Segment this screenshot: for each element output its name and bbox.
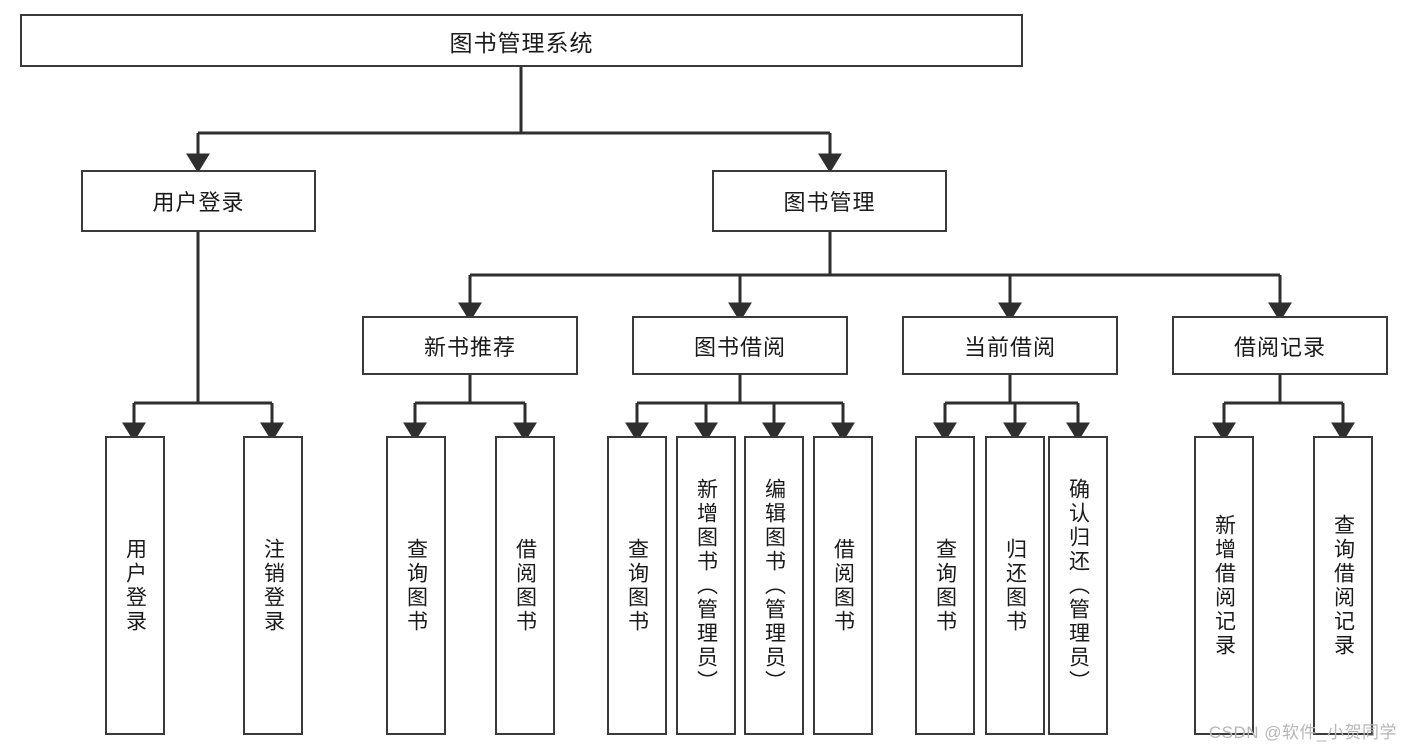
node-label: 查询图书 — [933, 537, 957, 634]
node-label: 新增借阅记录 — [1212, 513, 1236, 658]
node-leaf-edit-book-admin[interactable]: 编辑图书（管理员） — [744, 436, 804, 735]
node-user-login[interactable]: 用户登录 — [81, 170, 316, 232]
node-leaf-borrow-book-1[interactable]: 借阅图书 — [495, 436, 555, 735]
node-new-book-recommend[interactable]: 新书推荐 — [362, 316, 578, 375]
node-label: 图书管理系统 — [449, 29, 594, 56]
node-leaf-user-login[interactable]: 用户登录 — [105, 436, 165, 735]
node-label: 注销登录 — [261, 537, 285, 634]
node-label: 图书管理 — [783, 190, 876, 215]
node-label: 编辑图书（管理员） — [762, 477, 786, 694]
node-label: 借阅记录 — [1233, 334, 1326, 360]
node-label: 借阅图书 — [831, 537, 855, 634]
node-label: 新增图书（管理员） — [694, 477, 718, 694]
node-label: 查询借阅记录 — [1331, 513, 1355, 658]
node-leaf-query-borrow-record[interactable]: 查询借阅记录 — [1313, 436, 1373, 735]
node-label: 查询图书 — [625, 537, 649, 634]
node-leaf-query-book-2[interactable]: 查询图书 — [607, 436, 667, 735]
node-root-book-management-system[interactable]: 图书管理系统 — [20, 14, 1023, 67]
node-label: 确认归还（管理员） — [1066, 477, 1090, 694]
node-label: 归还图书 — [1003, 537, 1027, 634]
node-book-management[interactable]: 图书管理 — [712, 170, 947, 232]
node-leaf-query-book-1[interactable]: 查询图书 — [386, 436, 446, 735]
node-leaf-logout-login[interactable]: 注销登录 — [243, 436, 303, 735]
node-label: 新书推荐 — [423, 334, 516, 360]
node-label: 借阅图书 — [513, 537, 537, 634]
node-leaf-query-book-3[interactable]: 查询图书 — [915, 436, 975, 735]
node-leaf-return-book[interactable]: 归还图书 — [985, 436, 1045, 735]
node-label: 用户登录 — [123, 537, 147, 634]
node-label: 图书借阅 — [693, 334, 786, 360]
watermark: CSDN @软件_小贺同学 — [1208, 723, 1397, 742]
node-leaf-borrow-book-2[interactable]: 借阅图书 — [813, 436, 873, 735]
node-leaf-add-borrow-record[interactable]: 新增借阅记录 — [1194, 436, 1254, 735]
node-current-borrow[interactable]: 当前借阅 — [902, 316, 1118, 375]
node-book-borrow[interactable]: 图书借阅 — [632, 316, 848, 375]
node-label: 用户登录 — [152, 190, 245, 215]
node-leaf-confirm-return-admin[interactable]: 确认归还（管理员） — [1048, 436, 1108, 735]
node-borrow-record[interactable]: 借阅记录 — [1172, 316, 1388, 375]
node-label: 当前借阅 — [963, 334, 1056, 360]
node-leaf-add-book-admin[interactable]: 新增图书（管理员） — [676, 436, 736, 735]
node-label: 查询图书 — [404, 537, 428, 634]
